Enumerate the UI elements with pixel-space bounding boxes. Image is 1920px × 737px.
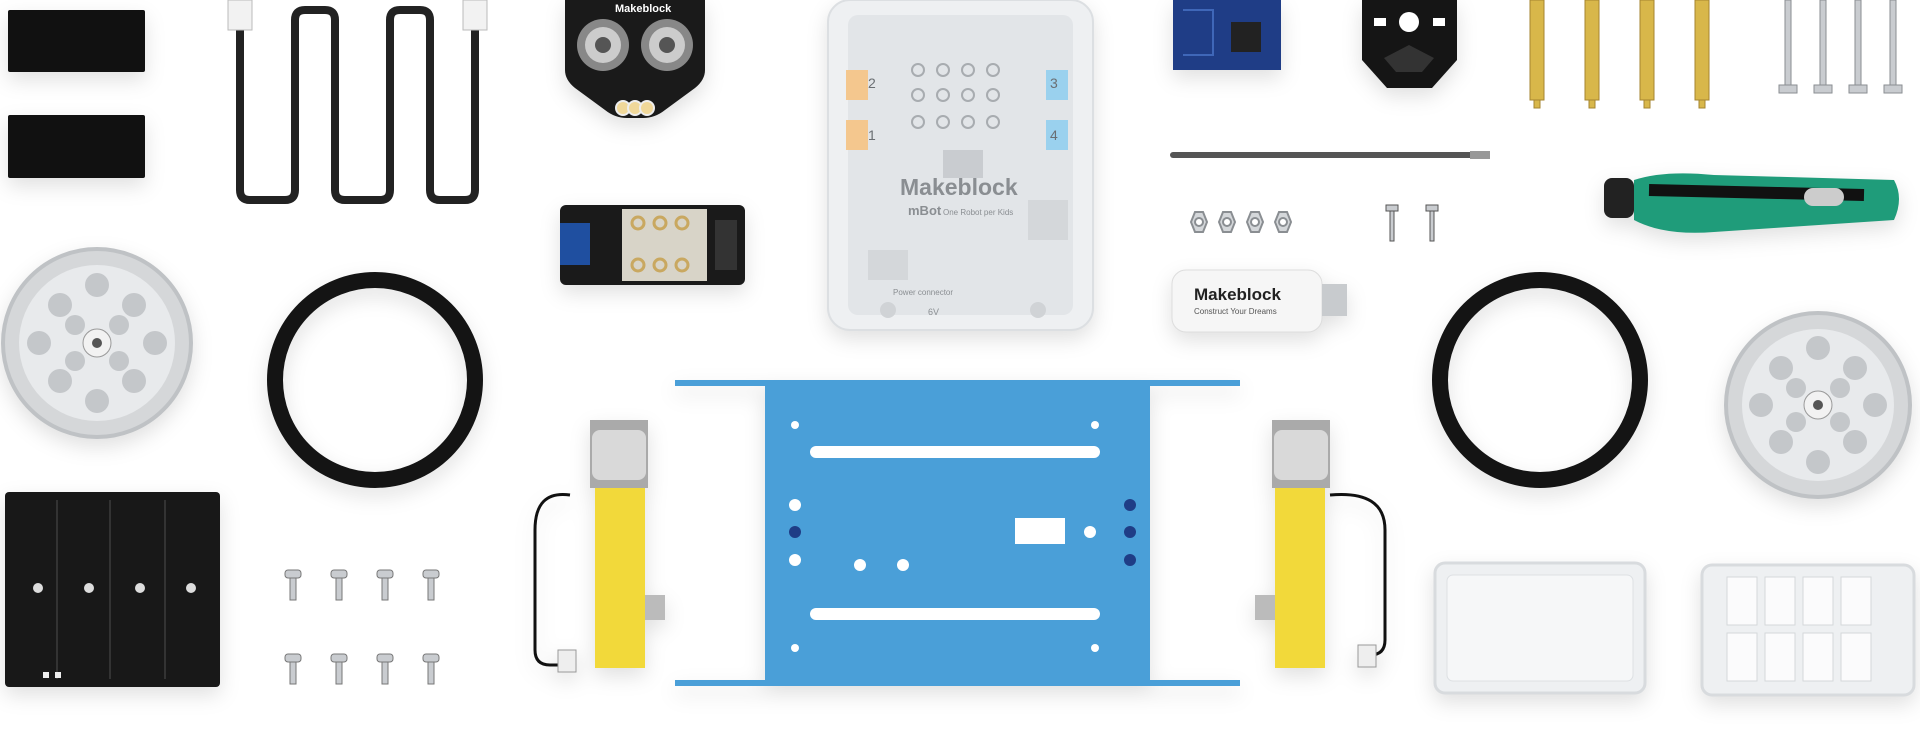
screwdriver-image	[1604, 173, 1899, 233]
board-brand-label: Makeblock	[900, 174, 1018, 200]
ultrasonic-sensor-image: Makeblock	[565, 0, 705, 118]
board-port-3-label: 3	[1050, 75, 1058, 91]
clear-cover-image	[1433, 561, 1647, 695]
board-tagline-label: One Robot per Kids	[943, 208, 1013, 217]
gear-motor-right-image	[1255, 420, 1387, 668]
wheel-hub-left-image	[1, 247, 193, 439]
gear-motor-left-image	[533, 420, 665, 673]
screws-bottom-image	[284, 569, 440, 685]
metal-chassis-image	[675, 380, 1240, 686]
brass-spacers-image	[1529, 0, 1710, 109]
motor-bracket-image	[1362, 0, 1457, 88]
ultrasonic-brand-label: Makeblock	[615, 3, 672, 15]
board-port-1-label: 1	[868, 127, 876, 143]
board-port-2-label: 2	[868, 75, 876, 91]
small-screws-top-image	[1385, 204, 1439, 242]
hex-nuts-image	[1189, 211, 1293, 233]
mbot-main-board: 2 1 3 4 Makeblock mBot One Robot per Kid…	[827, 0, 1094, 331]
bluetooth-module-image	[1173, 0, 1281, 70]
dongle-tagline-label: Construct Your Dreams	[1194, 307, 1277, 316]
board-model-label: mBot	[908, 203, 942, 218]
grid-cover-image	[1700, 563, 1916, 697]
wheel-hub-right-image	[1724, 311, 1912, 499]
board-power-label: Power connector	[893, 288, 953, 297]
mbot-board-image: 2 1 3 4 Makeblock mBot One Robot per Kid…	[827, 0, 1094, 331]
battery-holder-image	[5, 492, 220, 687]
velcro-strip-top	[8, 10, 145, 72]
tire-left-image	[267, 272, 483, 488]
long-screws-image	[1778, 0, 1903, 94]
line-follower-module-image	[560, 205, 745, 285]
metal-rod-image	[1170, 151, 1490, 159]
dongle-brand-label: Makeblock	[1194, 285, 1281, 304]
board-voltage-label: 6V	[928, 307, 939, 317]
tire-right-image	[1432, 272, 1648, 488]
serpentine-cable-image	[227, 0, 488, 204]
usb-dongle-image: Makeblock Construct Your Dreams	[1171, 269, 1347, 333]
velcro-strip-bottom	[8, 115, 145, 178]
board-port-4-label: 4	[1050, 127, 1058, 143]
